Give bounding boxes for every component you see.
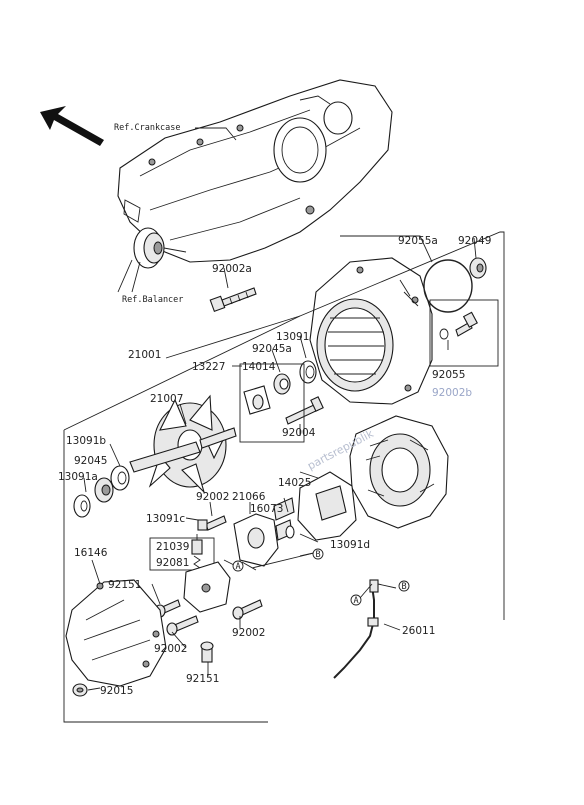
callout-21007: 21007 (150, 393, 183, 405)
balancer-reference-drawing (133, 227, 187, 269)
callout-92151-left: 92151 (108, 579, 141, 591)
ref-balancer-label: Ref.Balancer (122, 295, 183, 305)
alternator-cover (349, 415, 449, 529)
crankcase-leader (195, 127, 237, 141)
bolt-92151-bottom (200, 641, 214, 663)
callout-26011: 26011 (402, 625, 435, 637)
ref-crankcase-label: Ref.Crankcase (114, 123, 181, 133)
bolt-92002-mid (166, 615, 199, 636)
callout-92049: 92049 (458, 235, 491, 247)
brush-bracket (183, 561, 231, 613)
marker-a-1: A (232, 560, 244, 572)
alternator-housing (309, 257, 433, 405)
callout-14014: 14014 (242, 361, 276, 373)
marker-b-2: B (398, 580, 410, 592)
front-direction-arrow-icon (40, 106, 104, 146)
bolt-92002-right (232, 599, 263, 620)
plate-14025 (297, 471, 357, 541)
balancer-leader (117, 259, 141, 293)
callout-13091d: 13091d (330, 539, 370, 551)
callout-92081: 92081 (156, 557, 189, 569)
bolt-92002-upper (197, 515, 227, 531)
callout-92015: 92015 (100, 685, 133, 697)
callout-14025: 14025 (278, 477, 311, 489)
nut-92015 (72, 683, 88, 697)
svg-text:B: B (401, 582, 406, 592)
callout-92055: 92055 (432, 369, 465, 381)
leader-lines (63, 231, 505, 723)
callout-92151-bottom: 92151 (186, 673, 219, 685)
callout-92055a: 92055a (398, 235, 438, 247)
svg-text:A: A (235, 562, 240, 572)
impeller-21007 (129, 394, 237, 494)
small-o-ring-92055 (439, 328, 449, 340)
bolt-92002b (455, 311, 478, 337)
box-14014 (239, 363, 305, 443)
callout-16146: 16146 (74, 547, 108, 559)
callout-21039: 21039 (156, 541, 189, 553)
svg-text:A: A (353, 596, 358, 606)
callout-92002-top: 92002 (196, 491, 229, 503)
callout-13227: 13227 (192, 361, 225, 373)
o-ring-92055a (423, 259, 473, 313)
bushing-13091a (73, 494, 91, 518)
shaft-92004 (285, 396, 324, 425)
bushing-13091d (285, 525, 295, 539)
callout-16073: 16073 (250, 503, 283, 515)
callout-13091a: 13091a (58, 471, 98, 483)
callout-92002-right: 92002 (232, 627, 265, 639)
box-92055 (429, 299, 499, 367)
bearing-92045 (94, 477, 114, 503)
callout-13091: 13091 (276, 331, 309, 343)
svg-text:B: B (315, 550, 320, 560)
callout-13091b: 13091b (66, 435, 106, 447)
callout-92045: 92045 (74, 455, 107, 467)
sensor-21039 (191, 534, 203, 555)
callout-92002b: 92002b (432, 387, 472, 399)
plate-14014 (243, 385, 271, 415)
marker-a-2: A (350, 594, 362, 606)
callout-92045a: 92045a (252, 343, 292, 355)
crankcase-reference-drawing (117, 79, 393, 263)
oil-seal-92049 (469, 257, 487, 279)
box-21039 (149, 537, 215, 571)
callout-21001: 21001 (128, 349, 161, 361)
callout-92002-mid: 92002 (154, 643, 187, 655)
marker-b-1: B (312, 548, 324, 560)
callout-92004: 92004 (282, 427, 316, 439)
callout-13091c: 13091c (146, 513, 185, 525)
bearing-92045a (273, 373, 291, 395)
brush-holder-21066 (233, 513, 279, 567)
callout-21066: 21066 (232, 491, 266, 503)
left-cover-16146 (65, 579, 167, 687)
bolt-92002a (209, 287, 257, 313)
washer-13091b (110, 465, 130, 491)
lead-wire-26011 (333, 579, 397, 679)
callout-92002a: 92002a (212, 263, 252, 275)
